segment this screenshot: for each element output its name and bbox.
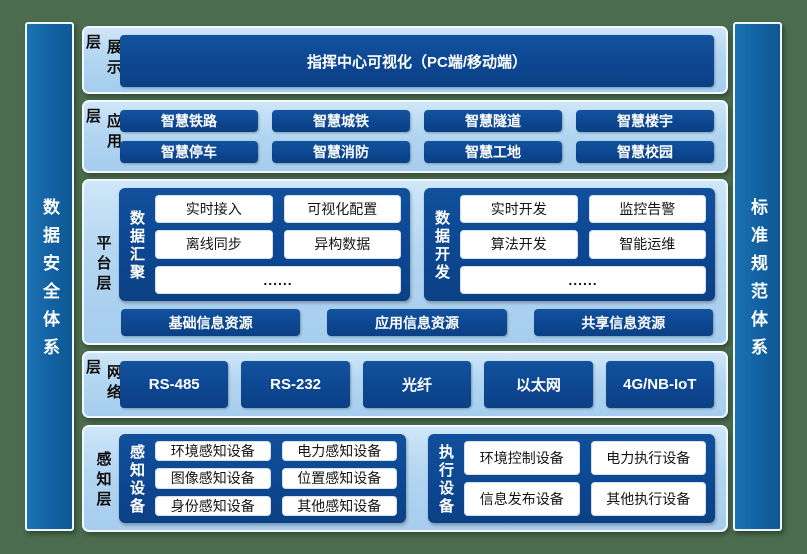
resource-box: 应用信息资源	[327, 309, 507, 336]
application-box: 智慧隧道	[424, 110, 562, 132]
network-box: 光纤	[362, 361, 472, 408]
device-box: 其他执行设备	[590, 482, 706, 516]
application-box: 智慧城铁	[272, 110, 410, 132]
perception-groups: 感知设备环境感知设备电力感知设备图像感知设备位置感知设备身份感知设备其他感知设备…	[117, 433, 717, 524]
more-box: ......	[460, 265, 706, 294]
layer-panel-perception: 感知层 感知设备环境感知设备电力感知设备图像感知设备位置感知设备身份感知设备其他…	[82, 425, 728, 532]
layer-label-perception: 感知层	[94, 451, 112, 511]
layer-panel-application: 应用层 智慧铁路智慧城铁智慧隧道智慧楼宇智慧停车智慧消防智慧工地智慧校园	[82, 100, 728, 173]
device-box: 环境控制设备	[464, 441, 580, 475]
network-box: RS-232	[241, 361, 350, 408]
group-label: 数据汇聚	[128, 210, 145, 282]
perception-group: 执行设备环境控制设备电力执行设备信息发布设备其他执行设备	[428, 434, 715, 523]
layer-stack: 展示层 指挥中心可视化（PC端/移动端） 应用层 智慧铁路智慧城铁智慧隧道智慧楼…	[82, 26, 728, 532]
application-grid: 智慧铁路智慧城铁智慧隧道智慧楼宇智慧停车智慧消防智慧工地智慧校园	[117, 108, 717, 165]
group-label: 执行设备	[437, 444, 454, 516]
device-box: 图像感知设备	[155, 468, 271, 489]
command-center-box: 指挥中心可视化（PC端/移动端）	[120, 35, 714, 87]
data-security-pillar: 数据安全体系	[25, 22, 74, 531]
device-box: 电力执行设备	[590, 441, 706, 475]
platform-groups: 数据汇聚实时接入可视化配置离线同步异构数据......数据开发实时开发监控告警算…	[119, 188, 715, 301]
platform-content: 数据汇聚实时接入可视化配置离线同步异构数据......数据开发实时开发监控告警算…	[117, 187, 717, 337]
standards-pillar: 标准规范体系	[733, 22, 782, 531]
device-box: 信息发布设备	[464, 482, 580, 516]
application-box: 智慧校园	[576, 141, 714, 163]
standards-pillar-label: 标准规范体系	[748, 198, 767, 366]
platform-item-box: 实时开发	[460, 195, 578, 224]
layer-label-presentation: 展示层	[84, 34, 122, 79]
platform-item-box: 离线同步	[155, 230, 273, 259]
application-box: 智慧停车	[120, 141, 258, 163]
platform-item-box: 监控告警	[588, 195, 706, 224]
group-grid: 环境控制设备电力执行设备信息发布设备其他执行设备	[464, 441, 706, 516]
device-box: 位置感知设备	[281, 468, 397, 489]
network-grid: RS-485 RS-232 光纤以太网 4G/NB-IoT	[117, 359, 717, 410]
data-security-pillar-label: 数据安全体系	[40, 198, 59, 366]
layer-panel-platform: 平台层 数据汇聚实时接入可视化配置离线同步异构数据......数据开发实时开发监…	[82, 179, 728, 345]
platform-item-box: 智能运维	[588, 230, 706, 259]
application-box: 智慧铁路	[120, 110, 258, 132]
application-box: 智慧楼宇	[576, 110, 714, 132]
more-box: ......	[155, 265, 401, 294]
device-box: 环境感知设备	[155, 441, 271, 462]
resource-box: 共享信息资源	[533, 309, 713, 336]
network-box: 4G/NB-IoT	[605, 361, 714, 408]
device-box: 电力感知设备	[281, 441, 397, 462]
layer-label-network: 网络层	[84, 359, 122, 404]
platform-group: 数据开发实时开发监控告警算法开发智能运维......	[424, 188, 715, 301]
layer-panel-network: 网络层 RS-485 RS-232 光纤以太网 4G/NB-IoT	[82, 351, 728, 418]
group-label: 数据开发	[433, 210, 450, 282]
layer-label-platform: 平台层	[94, 234, 112, 295]
group-grid: 实时开发监控告警算法开发智能运维......	[460, 195, 706, 294]
layer-panel-presentation: 展示层 指挥中心可视化（PC端/移动端）	[82, 26, 728, 94]
platform-item-box: 算法开发	[460, 230, 578, 259]
group-grid: 实时接入可视化配置离线同步异构数据......	[155, 195, 401, 294]
presentation-content: 指挥中心可视化（PC端/移动端）	[117, 34, 717, 87]
application-box: 智慧工地	[424, 141, 562, 163]
device-box: 其他感知设备	[281, 495, 397, 516]
perception-group: 感知设备环境感知设备电力感知设备图像感知设备位置感知设备身份感知设备其他感知设备	[119, 434, 406, 523]
platform-item-box: 可视化配置	[283, 195, 401, 224]
platform-group: 数据汇聚实时接入可视化配置离线同步异构数据......	[119, 188, 410, 301]
group-label: 感知设备	[128, 444, 145, 516]
application-box: 智慧消防	[272, 141, 410, 163]
resource-box: 基础信息资源	[121, 309, 301, 336]
group-grid: 环境感知设备电力感知设备图像感知设备位置感知设备身份感知设备其他感知设备	[155, 441, 397, 516]
platform-item-box: 异构数据	[283, 230, 401, 259]
device-box: 身份感知设备	[155, 495, 271, 516]
platform-item-box: 实时接入	[155, 195, 273, 224]
platform-resources: 基础信息资源应用信息资源共享信息资源	[119, 309, 715, 336]
network-box: 以太网	[484, 361, 593, 408]
network-box: RS-485	[120, 361, 229, 408]
layer-label-application: 应用层	[84, 108, 122, 153]
